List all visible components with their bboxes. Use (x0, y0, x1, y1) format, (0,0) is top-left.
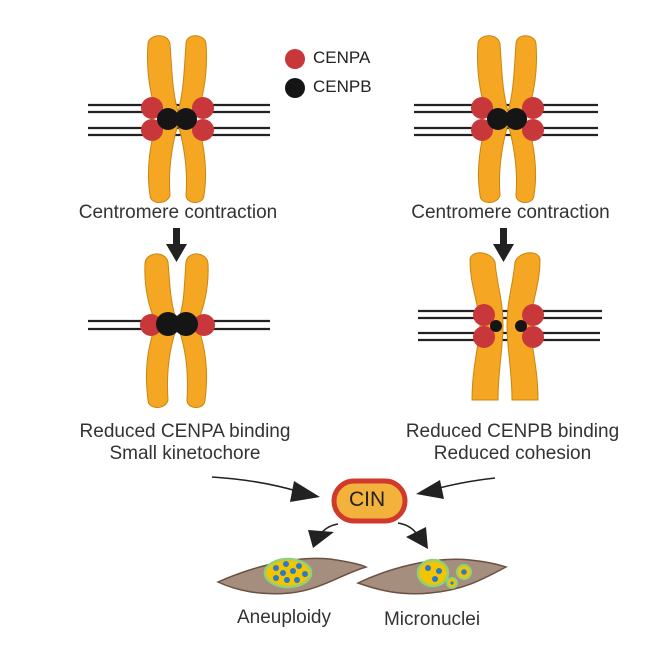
left-bottom-label-line1: Reduced CENPA binding (79, 421, 291, 442)
left-bottom-label-line2: Small kinetochore (109, 443, 261, 464)
right-top-label: Centromere contraction (411, 202, 610, 223)
legend-cenpa-swatch (285, 49, 305, 69)
cenpa-proteins (473, 304, 544, 348)
legend-label-cenpa: CENPA (313, 48, 371, 67)
cell-micronuclei (356, 558, 508, 595)
right-bottom-label-line1: Reduced CENPB binding (405, 421, 620, 442)
down-arrow-left (166, 228, 187, 262)
cenpb-proteins (157, 108, 197, 130)
chromosome-middle-right (418, 252, 602, 401)
legend-cenpb-swatch (285, 78, 305, 98)
main-nucleus (416, 558, 450, 588)
legend-label-cenpb: CENPB (313, 77, 372, 96)
legend (285, 49, 305, 98)
chromatin-dot (461, 569, 467, 575)
arrowhead (290, 481, 320, 502)
arrowhead (308, 530, 334, 548)
outcome-label-aneuploidy: Aneuploidy (236, 607, 332, 628)
outcome-label-micronuclei: Micronuclei (383, 609, 481, 630)
arrow-left-to-cin (211, 476, 301, 493)
cenpa-proteins (141, 97, 214, 141)
cenpb-proteins (487, 108, 527, 130)
left-top-label: Centromere contraction (78, 202, 278, 223)
right-bottom-label-line2: Reduced cohesion (433, 443, 592, 464)
cenpa-proteins (471, 97, 544, 141)
cenpb-proteins (156, 312, 198, 336)
chromosome-middle-left (88, 253, 270, 408)
arrowhead (406, 527, 428, 549)
cin-label: CIN (349, 488, 386, 511)
cenpa-proteins (140, 314, 215, 336)
cin-badge (331, 478, 408, 524)
down-arrow-right (493, 228, 514, 262)
cenpb-proteins (490, 320, 527, 332)
chromosome-top-left (88, 35, 270, 203)
chromatin-dot (450, 581, 454, 585)
chromatin-dots (273, 561, 308, 583)
chromosome-top-right (414, 35, 598, 203)
arrowhead (416, 480, 444, 499)
arrow-cin-to-micronuclei (397, 522, 417, 534)
cell-aneuploidy (216, 557, 369, 595)
chromatin-dots (425, 565, 442, 582)
